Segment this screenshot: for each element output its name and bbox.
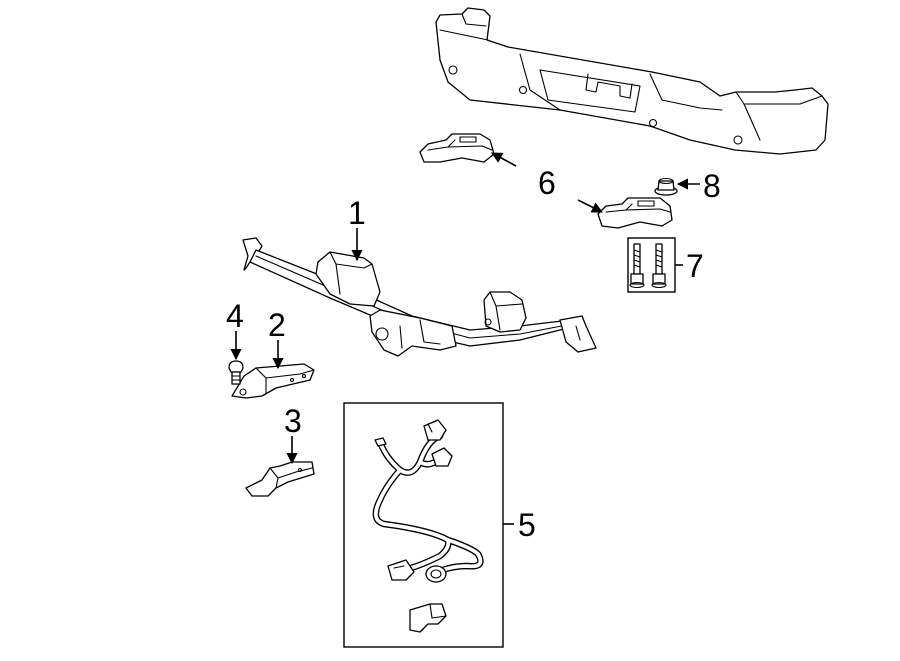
hitch-crossmember	[242, 237, 597, 357]
ball-mount	[245, 461, 315, 497]
drawbar	[231, 363, 315, 399]
callout-4: 4	[226, 298, 244, 334]
bolt-left	[629, 243, 645, 289]
callout-7: 7	[686, 248, 704, 284]
callout-2: 2	[268, 307, 286, 343]
leader-6-lower	[577, 199, 604, 213]
wiring-harness-box	[343, 402, 504, 648]
round-connector	[425, 565, 447, 583]
rear-bumper	[435, 7, 829, 155]
tow-hook-upper	[419, 133, 495, 163]
leader-6-upper	[491, 152, 517, 167]
wire-clip	[409, 603, 447, 633]
hitch-pin	[228, 360, 244, 385]
callout-5: 5	[518, 507, 536, 543]
wiring-harness	[372, 419, 484, 633]
connector-top-right	[423, 419, 447, 441]
callout-8: 8	[703, 168, 721, 204]
flange-nut	[654, 177, 678, 196]
callout-1: 1	[348, 195, 366, 231]
bolt-right	[651, 243, 667, 289]
bolts-box	[627, 237, 676, 293]
callout-3: 3	[284, 403, 302, 439]
callout-6: 6	[538, 165, 556, 201]
tow-hook-lower	[597, 197, 673, 229]
flat-connector	[387, 559, 415, 581]
connector-top-left	[374, 437, 387, 447]
connector-mid	[431, 447, 453, 467]
